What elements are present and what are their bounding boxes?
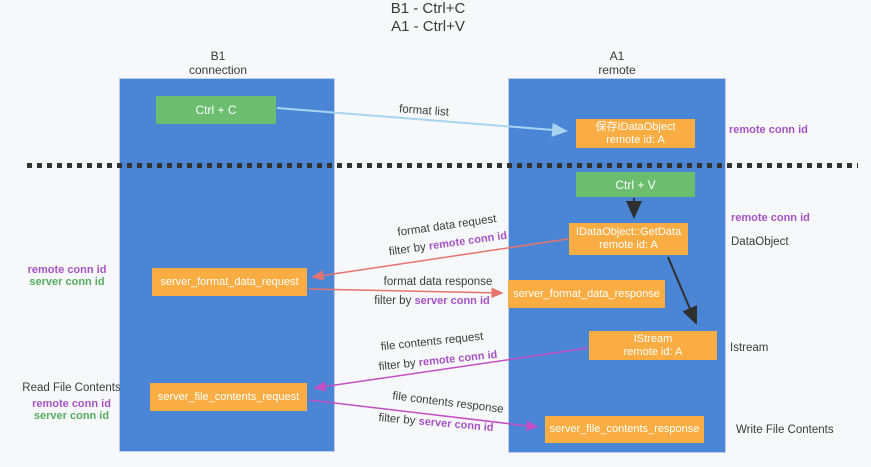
left-server-conn-id: server conn id <box>29 276 105 288</box>
remote-conn-id-text: remote conn id <box>418 348 498 369</box>
box-ctrl-v: Ctrl + V <box>576 172 695 197</box>
column-a1-name: A1 <box>609 49 625 63</box>
label-format-data-response: format data response <box>383 276 493 288</box>
box-getdata-line2: remote id: A <box>599 239 658 251</box>
column-a1-role: remote <box>598 63 636 77</box>
column-b1-role: connection <box>188 63 248 77</box>
box-istream-line1: IStream <box>633 332 673 345</box>
column-b1-name: B1 <box>210 49 226 63</box>
box-save-idataobject-line2: remote id: A <box>606 133 665 146</box>
box-server-format-data-response: server_format_data_response <box>508 280 665 308</box>
write-file-contents-label: Write File Contents <box>736 424 834 436</box>
title-line-1: B1 - Ctrl+C <box>390 0 466 17</box>
box-save-idataobject-line1: 保存IDataObject <box>595 120 676 133</box>
column-header-b1: B1 connection <box>168 49 268 77</box>
label-filter-server-2: filter by server conn id <box>378 412 494 434</box>
left-conn-id-block: remote conn id server conn id <box>17 264 117 288</box>
filter-by-text: filter by <box>388 241 427 259</box>
left-file-block: Read File Contents remote conn id server… <box>20 382 123 422</box>
arrow-format-data-response <box>308 287 504 299</box>
remote-conn-id-text: remote conn id <box>428 229 508 253</box>
istream-label: Istream <box>730 342 769 354</box>
box-idataobject-getdata: IDataObject::GetData remote id: A <box>569 223 688 255</box>
left-remote-conn-id: remote conn id <box>27 264 107 276</box>
box-save-idataobject: 保存IDataObject remote id: A <box>576 119 695 148</box>
label-file-contents-request: file contents request <box>380 330 484 354</box>
server-conn-id-text: server conn id <box>418 415 495 435</box>
right-remote-conn-id-2: remote conn id <box>731 212 810 224</box>
dataobject-label: DataObject <box>731 236 789 248</box>
box-getdata-line1: IDataObject::GetData <box>575 226 682 238</box>
box-ctrl-c: Ctrl + C <box>156 96 276 124</box>
label-format-list: format list <box>398 103 450 119</box>
label-filter-server-1: filter by server conn id <box>374 295 489 307</box>
session-separator-dashed-line <box>27 163 858 168</box>
filter-by-text: filter by <box>377 411 416 428</box>
box-istream-line2: remote id: A <box>623 345 683 358</box>
server-conn-id-text: server conn id <box>414 295 490 307</box>
filter-by-text: filter by <box>378 357 417 374</box>
right-remote-conn-id-1: remote conn id <box>729 124 808 136</box>
label-file-contents-response: file contents response <box>391 390 505 416</box>
read-file-contents-label: Read File Contents <box>22 382 121 394</box>
title-line-2: A1 - Ctrl+V <box>391 18 465 35</box>
label-filter-remote-2: filter by remote conn id <box>378 349 498 373</box>
box-server-file-contents-response: server_file_contents_response <box>545 416 704 443</box>
column-header-a1: A1 remote <box>567 49 667 77</box>
filter-by-text: filter by <box>374 295 412 307</box>
box-server-file-contents-request: server_file_contents_request <box>150 383 307 411</box>
left2-remote-conn-id: remote conn id <box>32 398 111 410</box>
left2-server-conn-id: server conn id <box>33 410 110 422</box>
diagram-title: B1 - Ctrl+C A1 - Ctrl+V <box>0 0 856 36</box>
box-server-format-data-request: server_format_data_request <box>152 268 307 296</box>
box-istream: IStream remote id: A <box>589 331 717 360</box>
